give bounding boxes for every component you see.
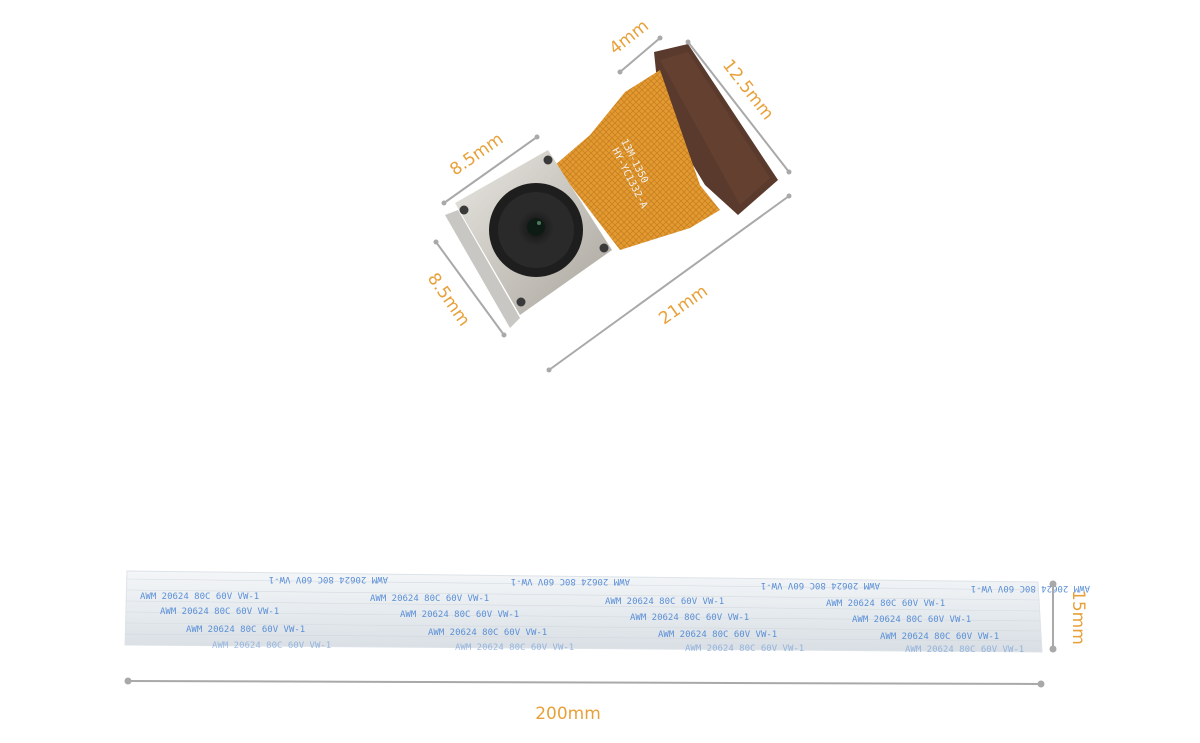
cable-marking: AWM 20624 80C 60V VW-1 (971, 583, 1090, 593)
module-screw (516, 297, 526, 307)
cable-marking: AWM 20624 80C 60V VW-1 (761, 580, 880, 590)
ffc-cable: AWM 20624 80C 60V VW-1 AWM 20624 80C 60V… (124, 570, 1090, 655)
dim-label-total-length: 21mm (655, 281, 711, 329)
cable-marking: AWM 20624 80C 60V VW-1 (212, 641, 331, 651)
module-screw (599, 243, 609, 253)
cable-marking: AWM 20624 80C 60V VW-1 (511, 576, 630, 586)
cable-body (124, 570, 1043, 653)
dim-label-module-height: 8.5mm (423, 269, 474, 330)
cable-marking: AWM 20624 80C 60V VW-1 (630, 613, 749, 623)
cable-marking: AWM 20624 80C 60V VW-1 (400, 610, 519, 620)
cable-marking: AWM 20624 80C 60V VW-1 (826, 599, 945, 609)
cable-marking: AWM 20624 80C 60V VW-1 (905, 645, 1024, 655)
flex-pcb (555, 70, 720, 250)
cable-marking: AWM 20624 80C 60V VW-1 (880, 632, 999, 642)
cable-marking: AWM 20624 80C 60V VW-1 (140, 592, 259, 602)
dim-label-module-width: 8.5mm (446, 129, 507, 180)
cable-marking: AWM 20624 80C 60V VW-1 (605, 597, 724, 607)
cable-marking: AWM 20624 80C 60V VW-1 (685, 644, 804, 654)
cable-marking: AWM 20624 80C 60V VW-1 (852, 615, 971, 625)
cable-marking: AWM 20624 80C 60V VW-1 (370, 594, 489, 604)
cable-print-markings: AWM 20624 80C 60V VW-1 AWM 20624 80C 60V… (140, 574, 1090, 655)
module-screw (543, 155, 553, 165)
dim-label-cable-height: 15mm (1068, 590, 1088, 645)
cable-marking: AWM 20624 80C 60V VW-1 (455, 643, 574, 653)
dim-label-flex-width: 4mm (606, 16, 653, 59)
cable-marking: AWM 20624 80C 60V VW-1 (160, 607, 279, 617)
dim-label-cable-length: 200mm (535, 704, 601, 724)
cable-marking: AWM 20624 80C 60V VW-1 (658, 630, 777, 640)
module-side-wall (445, 210, 520, 328)
module-screw (459, 205, 469, 215)
cable-marking: AWM 20624 80C 60V VW-1 (186, 625, 305, 635)
module-dimension-lines (433, 35, 792, 373)
cable-marking: AWM 20624 80C 60V VW-1 (428, 628, 547, 638)
cable-dimension-lines (124, 580, 1057, 688)
cable-marking: AWM 20624 80C 60V VW-1 (269, 574, 388, 584)
camera-module: HY-YC1332-A 13M-1350 (445, 44, 778, 328)
